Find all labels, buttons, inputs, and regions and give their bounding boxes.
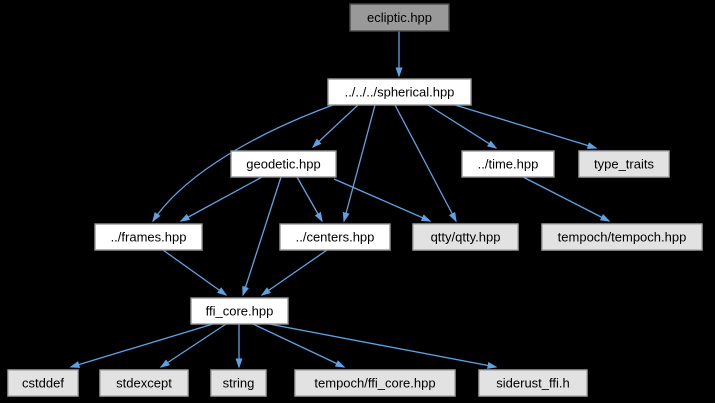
edge-geodetic_hpp-to-ffi_core_hpp	[242, 176, 282, 297]
node-label-qtty_qtty_hpp: qtty/qtty.hpp	[431, 230, 501, 245]
node-tempoch_tempoch_hpp[interactable]: tempoch/tempoch.hpp	[541, 223, 703, 251]
node-label-ecliptic_hpp: ecliptic.hpp	[367, 10, 432, 25]
node-label-siderust_ffi_h: siderust_ffi.h	[496, 376, 569, 391]
edge-spherical_hpp-to-frames_hpp	[152, 104, 334, 223]
node-label-tempoch_tempoch_hpp: tempoch/tempoch.hpp	[558, 230, 687, 245]
edge-frames_hpp-to-ffi_core_hpp	[162, 249, 228, 296]
edge-geodetic_hpp-to-qtty_qtty_hpp	[333, 178, 432, 222]
edge-centers_hpp-to-ffi_core_hpp	[260, 249, 328, 296]
node-label-time_hpp: ../time.hpp	[478, 157, 539, 172]
node-cstddef[interactable]: cstddef	[7, 369, 79, 397]
edge-spherical_hpp-to-time_hpp	[427, 104, 498, 149]
node-string[interactable]: string	[210, 369, 267, 397]
edge-ffi_core_hpp-to-tempoch_ffi_core_hpp	[252, 323, 346, 368]
node-label-frames_hpp: ../frames.hpp	[111, 230, 187, 245]
node-siderust_ffi_h[interactable]: siderust_ffi.h	[478, 369, 588, 397]
node-label-geodetic_hpp: geodetic.hpp	[246, 157, 320, 172]
node-ffi_core_hpp[interactable]: ffi_core.hpp	[190, 297, 289, 325]
node-label-centers_hpp: ../centers.hpp	[296, 230, 375, 245]
node-label-string: string	[223, 376, 255, 391]
edge-time_hpp-to-tempoch_tempoch_hpp	[522, 176, 611, 222]
edge-spherical_hpp-to-geodetic_hpp	[311, 104, 359, 149]
node-centers_hpp[interactable]: ../centers.hpp	[279, 223, 391, 251]
edge-spherical_hpp-to-type_traits	[454, 104, 598, 149]
node-ecliptic_hpp[interactable]: ecliptic.hpp	[349, 3, 450, 32]
node-spherical_hpp[interactable]: ../../../spherical.hpp	[327, 78, 472, 106]
node-stdexcept[interactable]: stdexcept	[99, 369, 189, 397]
node-label-ffi_core_hpp: ffi_core.hpp	[206, 304, 274, 319]
edge-spherical_hpp-to-centers_hpp	[342, 104, 376, 223]
node-label-cstddef: cstddef	[22, 376, 64, 391]
node-geodetic_hpp[interactable]: geodetic.hpp	[230, 150, 337, 178]
node-label-stdexcept: stdexcept	[116, 376, 172, 391]
edge-ffi_core_hpp-to-stdexcept	[159, 323, 227, 368]
node-label-type_traits: type_traits	[594, 157, 654, 172]
node-frames_hpp[interactable]: ../frames.hpp	[94, 223, 203, 251]
node-type_traits[interactable]: type_traits	[578, 150, 670, 178]
edge-spherical_hpp-to-qtty_qtty_hpp	[394, 104, 457, 223]
node-time_hpp[interactable]: ../time.hpp	[461, 150, 555, 178]
edge-geodetic_hpp-to-frames_hpp	[179, 176, 263, 222]
node-label-tempoch_ffi_core_hpp: tempoch/ffi_core.hpp	[314, 376, 435, 391]
edge-geodetic_hpp-to-centers_hpp	[296, 176, 323, 223]
edge-ffi_core_hpp-to-cstddef	[69, 323, 214, 368]
node-label-spherical_hpp: ../../../spherical.hpp	[345, 85, 455, 100]
node-tempoch_ffi_core_hpp[interactable]: tempoch/ffi_core.hpp	[294, 369, 456, 397]
node-qtty_qtty_hpp[interactable]: qtty/qtty.hpp	[412, 223, 519, 251]
edge-ffi_core_hpp-to-siderust_ffi_h	[268, 323, 498, 369]
